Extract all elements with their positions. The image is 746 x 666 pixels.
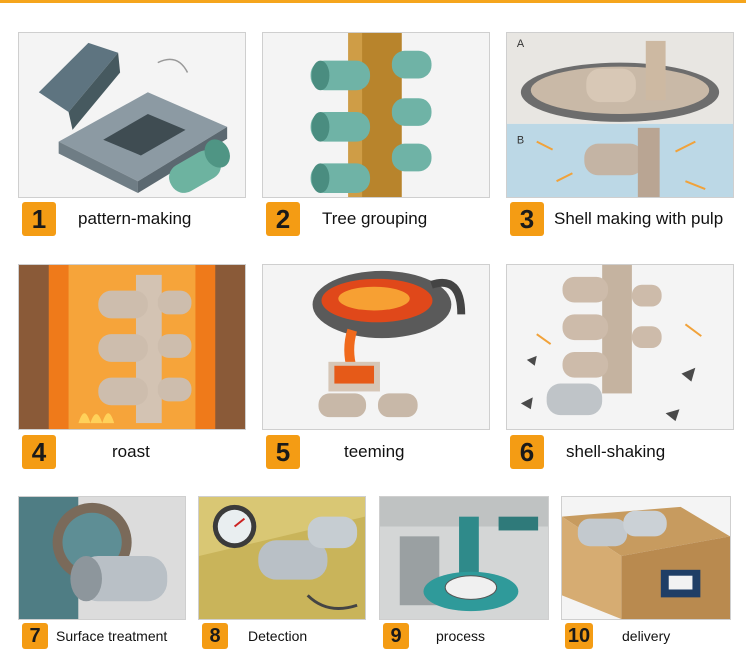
step-label: roast: [112, 442, 150, 461]
step-number-badge: 5: [266, 435, 300, 469]
pattern-making-image: [18, 32, 246, 198]
roast-image: [18, 264, 246, 430]
step-number-badge: 9: [383, 623, 409, 649]
shell-shaking-image: [506, 264, 734, 430]
step-number-badge: 10: [565, 623, 593, 649]
step-label: process: [436, 628, 486, 644]
teeming-image: [262, 264, 490, 430]
tree-grouping-image: [262, 32, 490, 198]
step-number-badge: 2: [266, 202, 300, 236]
step-label: pattern-making: [78, 209, 192, 228]
svg-text:A: A: [517, 38, 525, 50]
shell-making-image: A B: [506, 32, 734, 198]
step-label: delivery: [622, 628, 671, 644]
step-number-badge: 3: [510, 202, 544, 236]
step-label: Surface treatment: [56, 628, 168, 644]
step-number-badge: 6: [510, 435, 544, 469]
detection-image: [198, 496, 366, 620]
step-number-badge: 4: [22, 435, 56, 469]
delivery-image: [561, 496, 731, 620]
step-label: shell-shaking: [566, 442, 666, 461]
step-label: Tree grouping: [322, 209, 428, 228]
step-label: Shell making with pulp: [554, 209, 724, 228]
top-accent-line: [0, 0, 746, 3]
step-label: teeming: [344, 442, 405, 461]
step-number-badge: 8: [202, 623, 228, 649]
step-number-badge: 7: [22, 623, 48, 649]
surface-treatment-image: [18, 496, 186, 620]
step-label: Detection: [248, 628, 308, 644]
step-number-badge: 1: [22, 202, 56, 236]
process-image: [379, 496, 549, 620]
svg-text:B: B: [517, 135, 524, 147]
